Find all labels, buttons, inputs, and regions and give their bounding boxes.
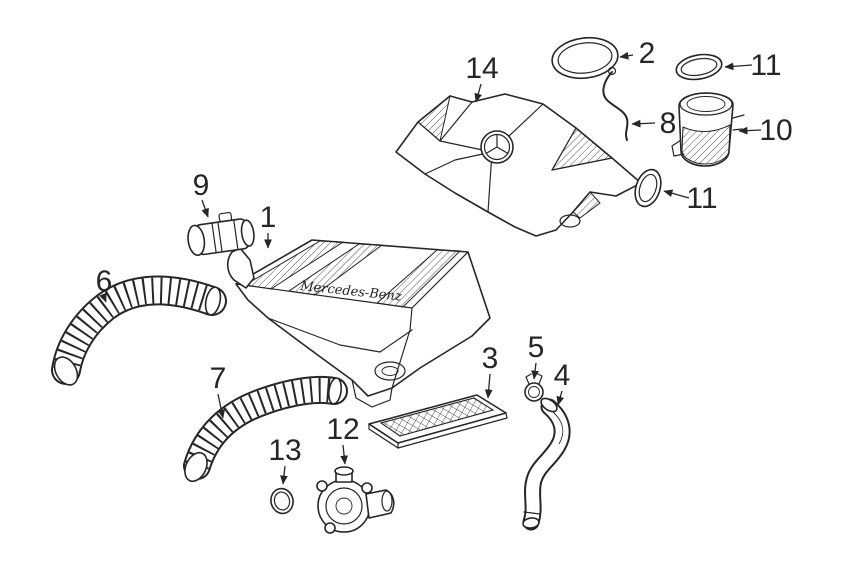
breather-hose xyxy=(522,397,571,531)
callout-9: 9 xyxy=(193,169,210,218)
callout-11-mid: 11 xyxy=(663,182,718,215)
air-cleaner-housing: Mercedes-Benz xyxy=(226,239,491,408)
idle-air-valve xyxy=(316,466,395,534)
svg-text:2: 2 xyxy=(639,37,656,70)
seal-ring-small-top xyxy=(675,53,723,81)
svg-text:1: 1 xyxy=(260,201,277,234)
callout-3: 3 xyxy=(482,342,499,399)
svg-text:4: 4 xyxy=(554,359,571,392)
svg-text:10: 10 xyxy=(759,114,792,147)
svg-text:13: 13 xyxy=(268,434,301,467)
callout-6: 6 xyxy=(96,265,113,303)
callout-5: 5 xyxy=(528,331,545,380)
svg-text:12: 12 xyxy=(326,413,359,446)
svg-text:9: 9 xyxy=(193,169,210,202)
callout-1: 1 xyxy=(260,201,277,249)
svg-text:11: 11 xyxy=(750,49,781,82)
callout-13: 13 xyxy=(268,434,302,485)
callout-14: 14 xyxy=(465,52,499,103)
svg-text:7: 7 xyxy=(210,362,227,395)
callout-4: 4 xyxy=(554,359,571,406)
callout-7: 7 xyxy=(210,362,227,419)
callouts: 14 2 11 8 10 11 9 1 xyxy=(96,37,793,485)
svg-text:11: 11 xyxy=(686,182,717,215)
callout-8: 8 xyxy=(631,107,677,140)
svg-text:8: 8 xyxy=(660,107,677,140)
hose-clamp xyxy=(524,372,544,402)
mass-air-flow-sensor xyxy=(187,211,255,257)
svg-text:3: 3 xyxy=(482,342,499,375)
air-filter-element xyxy=(368,394,508,449)
intake-hose-left xyxy=(51,275,227,386)
seal-ring-small-mid xyxy=(634,168,662,208)
callout-11-top: 11 xyxy=(724,49,782,82)
svg-text:14: 14 xyxy=(465,52,498,85)
callout-10: 10 xyxy=(738,114,793,147)
retaining-wire-clip xyxy=(602,66,629,141)
svg-text:5: 5 xyxy=(528,331,545,364)
callout-2: 2 xyxy=(619,37,656,70)
o-ring xyxy=(270,487,294,515)
intake-hose-lower xyxy=(183,375,348,483)
mercedes-star-logo xyxy=(483,133,511,161)
engine-cover xyxy=(395,93,642,237)
seal-ring-large xyxy=(551,36,619,80)
air-duct-resonator xyxy=(671,92,745,167)
svg-text:6: 6 xyxy=(96,265,113,298)
callout-12: 12 xyxy=(326,413,360,465)
